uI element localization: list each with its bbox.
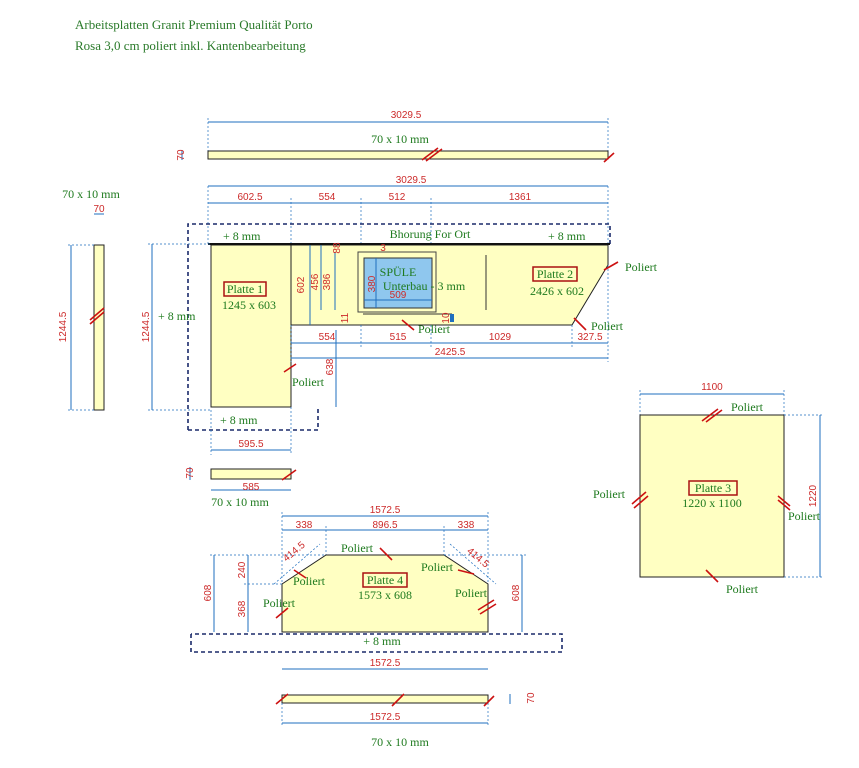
poliert-main-2: Poliert — [591, 319, 624, 333]
strip-bottom-length: 1572.5 — [370, 712, 401, 723]
strip-bottom: 1572.5 70 x 10 mm 70 — [275, 692, 537, 749]
plate-4-seg-3: 338 — [458, 520, 475, 531]
main-height: 1244.5 — [141, 311, 152, 342]
bottom-seg-1: 554 — [319, 332, 336, 343]
main-seg-1: 602.5 — [237, 192, 262, 203]
main-seg-2: 554 — [319, 192, 336, 203]
dim-88: 88 — [332, 242, 343, 254]
poliert-p3-bottom: Poliert — [726, 582, 759, 596]
dim-386: 386 — [322, 273, 333, 290]
strip-top-label: 70 x 10 mm — [371, 132, 429, 146]
poliert-p3-right: Poliert — [788, 509, 821, 523]
poliert-p3-top: Poliert — [731, 400, 764, 414]
plate-3-size: 1220 x 1100 — [682, 496, 742, 510]
plate-4-diag-right: 414.5 — [464, 546, 491, 571]
main-seg-3: 512 — [389, 192, 406, 203]
bohrung-note: Bhorung For Ort — [390, 227, 471, 241]
dim-10: 10 — [441, 312, 452, 324]
offset-bottom: + 8 mm — [220, 413, 258, 427]
plate-3 — [639, 414, 785, 578]
poliert-main-1: Poliert — [625, 260, 658, 274]
plate-4-seg-2: 896.5 — [372, 520, 397, 531]
poliert-p4-left-diag: Poliert — [293, 574, 326, 588]
strip-small-label: 70 x 10 mm — [211, 495, 269, 509]
plate-4-diag-left: 414.5 — [281, 540, 308, 565]
plate-2-name: Platte 2 — [537, 267, 573, 281]
sink-subtitle: Unterbau - 3 mm — [383, 279, 466, 293]
dim-456: 456 — [310, 273, 321, 290]
poliert-p4-right-diag: Poliert — [421, 560, 454, 574]
plate-3-group: 1100 1220 Platte 3 1220 x 1100 Poliert P… — [593, 382, 824, 596]
strip-small: 70 585 70 x 10 mm — [185, 467, 297, 509]
poliert-p4-top: Poliert — [341, 541, 374, 555]
bottom-seg-3: 1029 — [489, 332, 512, 343]
plate-3-width: 1100 — [701, 382, 723, 393]
plate-4-seg-1: 338 — [296, 520, 313, 531]
plate-3-name: Platte 3 — [695, 481, 731, 495]
poliert-p4-left: Poliert — [263, 596, 296, 610]
strip-left-length: 1244.5 — [58, 311, 69, 342]
strip-left-plate — [93, 244, 105, 411]
main-total: 3029.5 — [396, 175, 427, 186]
plate-4-bottom-total: 1572.5 — [370, 658, 401, 669]
header-line-2: Rosa 3,0 cm poliert inkl. Kantenbearbeit… — [75, 38, 306, 53]
strip-bottom-plate — [281, 694, 489, 704]
strip-top-length: 3029.5 — [391, 110, 422, 121]
main-seg-4: 1361 — [509, 192, 532, 203]
bottom-total: 2425.5 — [435, 347, 466, 358]
dim-3: 3 — [380, 243, 386, 254]
plate-1 — [210, 244, 292, 408]
plate-4-h240: 240 — [237, 561, 248, 578]
sink-title: SPÜLE — [380, 265, 417, 279]
bottom-seg-4: 327.5 — [577, 332, 602, 343]
plate-1-name: Platte 1 — [227, 282, 263, 296]
plate-4 — [281, 554, 489, 633]
plate-4-offset: + 8 mm — [363, 634, 401, 648]
plate-3-height: 1220 — [808, 484, 819, 507]
strip-small-length: 585 — [243, 482, 260, 493]
dim-11: 11 — [340, 312, 351, 323]
plate-4-name: Platte 4 — [367, 573, 403, 587]
strip-small-plate — [210, 468, 292, 480]
strip-top: 3029.5 70 x 10 mm 70 — [176, 110, 615, 163]
width-595: 595.5 — [238, 439, 263, 450]
header-line-1: Arbeitsplatten Granit Premium Qualität P… — [75, 17, 313, 32]
dim-638: 638 — [325, 358, 336, 375]
strip-top-height: 70 — [176, 149, 187, 161]
plate-4-h368: 368 — [237, 600, 248, 617]
plate-4-group: 1572.5 338 896.5 338 414.5 414.5 608 240… — [190, 505, 563, 670]
strip-left-width: 70 — [93, 204, 105, 215]
sink-outline — [357, 251, 437, 313]
poliert-p4-right: Poliert — [455, 586, 488, 600]
dim-380: 380 — [367, 275, 378, 292]
plate-4-height-left: 608 — [203, 584, 214, 601]
offset-left: + 8 mm — [158, 309, 196, 323]
offset-top-right: + 8 mm — [548, 229, 586, 243]
strip-left: 70 x 10 mm 70 1244.5 — [58, 187, 120, 411]
offset-top-left: + 8 mm — [223, 229, 261, 243]
bottom-seg-2: 515 — [390, 332, 407, 343]
strip-bottom-height: 70 — [526, 692, 537, 704]
plate-2-size: 2426 x 602 — [530, 284, 584, 298]
plate-4-height-right: 608 — [511, 584, 522, 601]
strip-top-plate — [207, 150, 609, 160]
strip-left-label: 70 x 10 mm — [62, 187, 120, 201]
plate-4-total: 1572.5 — [370, 505, 401, 516]
poliert-p3-left: Poliert — [593, 487, 626, 501]
dim-602: 602 — [296, 276, 307, 293]
plate-4-size: 1573 x 608 — [358, 588, 412, 602]
plate-1-size: 1245 x 603 — [222, 298, 276, 312]
strip-small-height: 70 — [185, 467, 196, 479]
main-counter: 3029.5 602.5 554 512 1361 + 8 mm + 8 mm … — [141, 175, 658, 455]
poliert-main-3: Poliert — [418, 322, 451, 336]
poliert-main-4: Poliert — [292, 375, 325, 389]
sink-width: 509 — [390, 290, 407, 301]
strip-bottom-label: 70 x 10 mm — [371, 735, 429, 749]
